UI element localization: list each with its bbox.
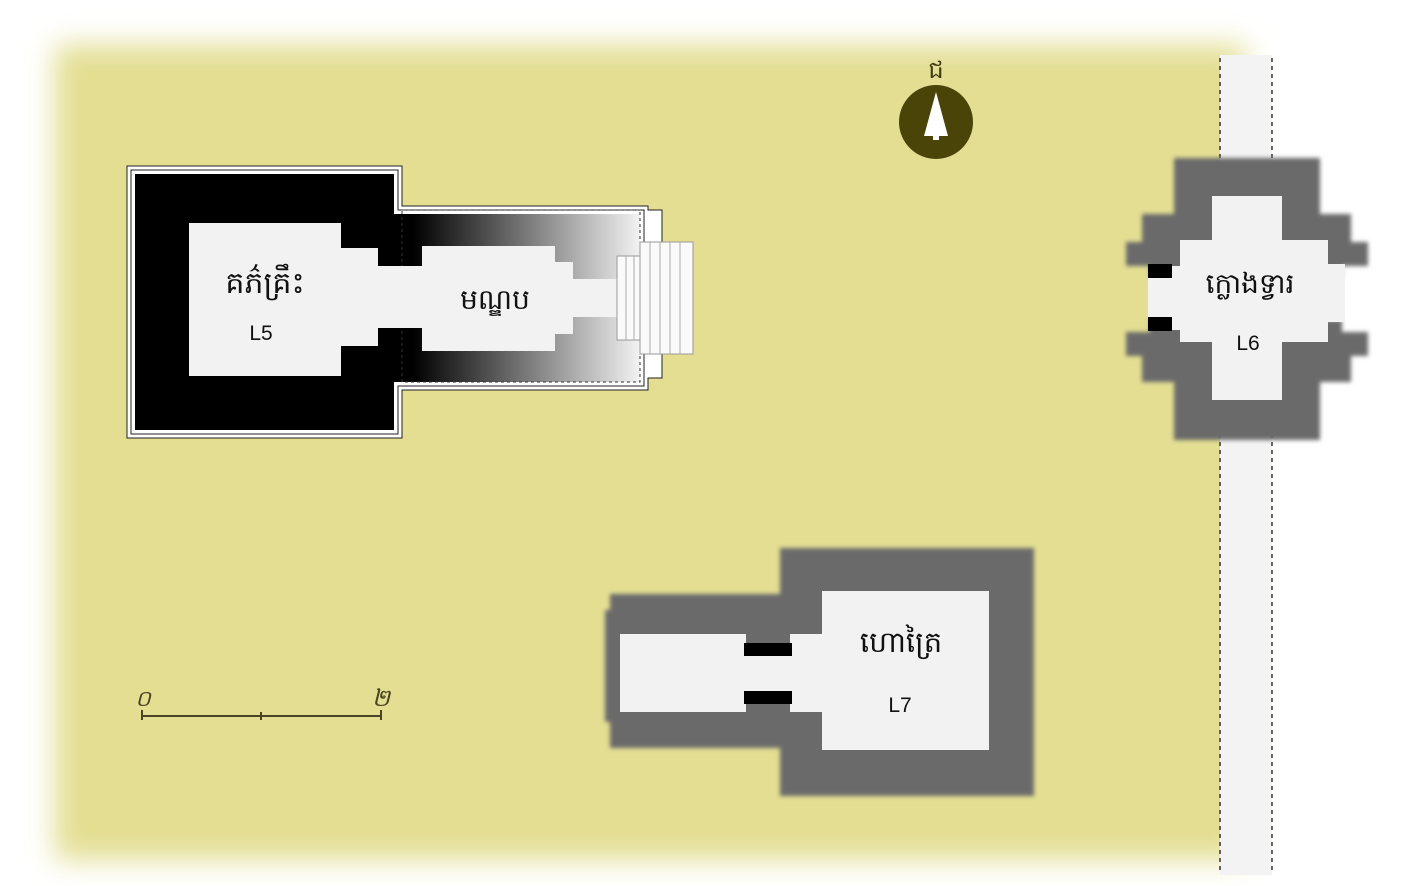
porch-floor — [422, 246, 555, 351]
scale-start-label: ០ — [135, 687, 152, 712]
building-l5 — [126, 165, 694, 439]
scale-bar: ០ ២ — [135, 684, 392, 720]
scale-end-label: ២ — [372, 684, 392, 712]
north-arrow: ជ — [899, 56, 973, 159]
label-l5-porch-name: មណ្ឌប — [460, 283, 530, 316]
building-l7 — [605, 548, 1034, 796]
label-l5-code: L5 — [249, 322, 272, 345]
label-l7-code: L7 — [888, 694, 911, 717]
label-l6-name: ក្លោងទ្វារ — [1206, 267, 1295, 300]
label-l6-code: L6 — [1236, 332, 1259, 355]
building-l6 — [1126, 158, 1368, 440]
sanctuary-floor — [189, 223, 341, 376]
north-label: ជ — [928, 56, 943, 84]
entrance-steps — [616, 241, 694, 355]
label-l5-name: គភ៌គ្រឹះ — [225, 263, 304, 301]
label-l7-name: ហោត្រៃ — [860, 624, 942, 660]
library-floor — [822, 591, 989, 750]
gopura-floor — [1148, 196, 1345, 400]
connecting-passage — [378, 266, 424, 328]
